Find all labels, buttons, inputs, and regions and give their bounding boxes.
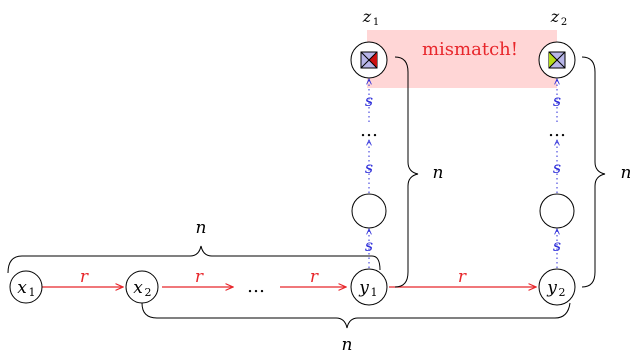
mismatch-box-red-icon [360, 51, 378, 69]
mismatch-box-green-icon [548, 51, 566, 69]
node-y1: y 1 [350, 268, 388, 306]
vlabel-s-2b: s [553, 158, 561, 177]
brace-bottom [141, 302, 571, 329]
brace-col1 [394, 56, 419, 288]
svg-text:x: x [133, 278, 143, 298]
mismatch-highlight [367, 30, 557, 88]
svg-text:x: x [17, 278, 27, 298]
chain-ellipsis: … [247, 276, 265, 297]
svg-text:1: 1 [29, 286, 36, 299]
node-x1: x 1 [9, 270, 43, 304]
node-z1-sub: 1 [373, 17, 379, 28]
svg-text:2: 2 [559, 286, 566, 299]
vlabel-s-2a: s [553, 236, 561, 255]
svg-text:1: 1 [371, 286, 378, 299]
brace-col2-label: n [621, 163, 630, 183]
node-z1 [350, 41, 388, 79]
brace-col2 [581, 56, 606, 288]
vlabel-s-1a: s [365, 236, 373, 255]
mismatch-label: mismatch! [422, 39, 518, 60]
edge-label-r-1: r [80, 267, 89, 287]
brace-top [7, 245, 381, 274]
node-empty-2 [539, 193, 575, 229]
brace-bottom-label: n [342, 335, 353, 352]
vlabel-s-2c: s [553, 91, 561, 110]
edge-label-r-2: r [195, 267, 204, 287]
edge-label-r-3: r [310, 267, 319, 287]
node-x2: x 2 [125, 270, 159, 304]
svg-text:2: 2 [145, 286, 152, 299]
brace-top-label: n [196, 218, 207, 238]
node-z2-sub: 2 [561, 17, 567, 28]
node-empty-1 [351, 193, 387, 229]
vcol1-ellipsis: … [360, 120, 378, 141]
node-y2: y 2 [538, 268, 576, 306]
svg-text:y: y [358, 278, 369, 298]
edge-label-r-4: r [458, 267, 467, 287]
vlabel-s-1c: s [365, 91, 373, 110]
svg-text:y: y [546, 278, 557, 298]
node-z1-label: z [362, 7, 372, 26]
node-z2-label: z [550, 7, 560, 26]
vcol2-ellipsis: … [548, 120, 566, 141]
vlabel-s-1b: s [365, 158, 373, 177]
brace-col1-label: n [433, 163, 444, 183]
node-z2 [538, 41, 576, 79]
